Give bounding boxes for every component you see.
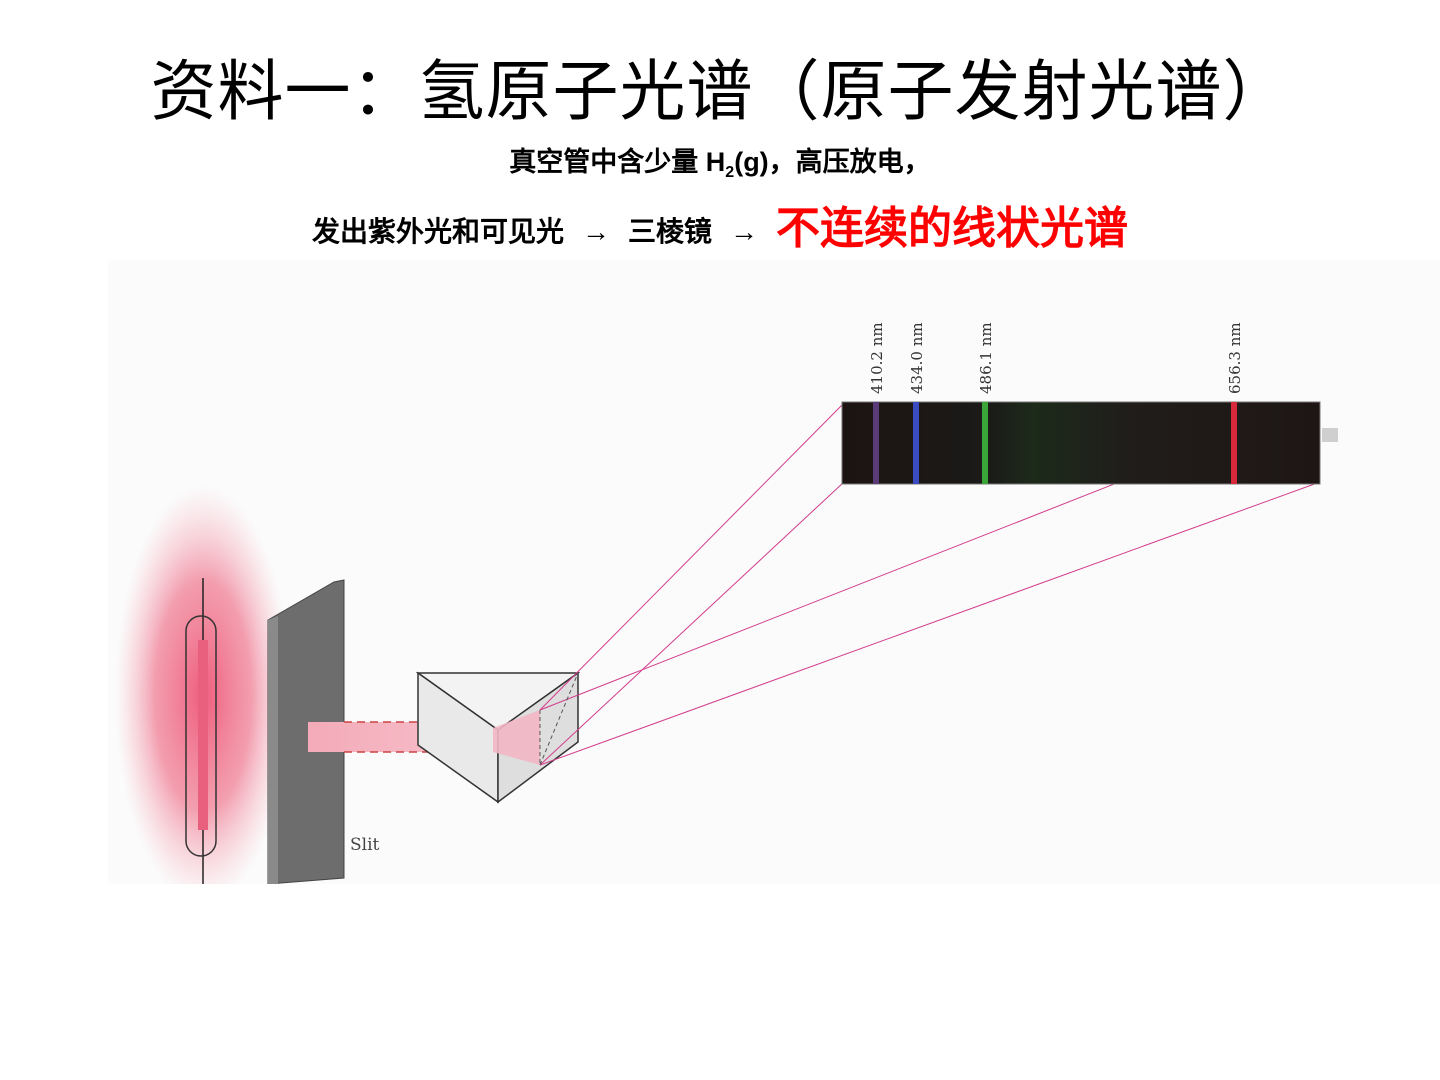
line1-subscript: 2 bbox=[725, 164, 735, 181]
line1-post: (g)，高压放电， bbox=[734, 147, 931, 177]
spectral-line bbox=[1231, 402, 1237, 484]
description-line-1: 真空管中含少量 H2(g)，高压放电， bbox=[0, 140, 1440, 182]
dispersed-fan bbox=[493, 710, 540, 765]
line1-pre: 真空管中含少量 H bbox=[509, 147, 726, 177]
description-line-2: 发出紫外光和可见光 → 三棱镜 → 不连续的线状光谱 bbox=[0, 192, 1440, 256]
apparatus-svg: Slit 410.2 nm 434.0 nm 486.1 nm 656.3 nm bbox=[115, 322, 1338, 884]
spectral-line bbox=[982, 402, 988, 484]
rays bbox=[539, 402, 1321, 766]
spectrum-apparatus-figure: Slit 410.2 nm 434.0 nm 486.1 nm 656.3 nm bbox=[108, 260, 1440, 884]
spectral-labels: 410.2 nm 434.0 nm 486.1 nm 656.3 nm bbox=[868, 322, 1244, 394]
slide-title: 资料一：氢原子光谱（原子发射光谱） bbox=[150, 53, 1290, 130]
spectral-lines bbox=[873, 402, 1237, 484]
tube-core bbox=[198, 640, 208, 830]
spectral-line bbox=[873, 402, 879, 484]
line2-highlight: 不连续的线状光谱 bbox=[776, 204, 1129, 253]
spectral-line bbox=[913, 402, 919, 484]
ray bbox=[539, 481, 1321, 766]
prism-hidden-edge bbox=[539, 672, 579, 766]
ray bbox=[539, 402, 845, 711]
spectrum-bar bbox=[841, 401, 1321, 485]
ray bbox=[539, 481, 845, 766]
line2-part2: 三棱镜 bbox=[628, 216, 713, 247]
slit-label: Slit bbox=[350, 835, 380, 855]
wavelength-label: 486.1 nm bbox=[977, 322, 995, 394]
discharge-tube bbox=[185, 615, 217, 857]
line2-part1: 发出紫外光和可见光 bbox=[311, 216, 564, 247]
right-arrow-icon: → bbox=[582, 216, 610, 247]
wavelength-label: 656.3 nm bbox=[1226, 322, 1244, 394]
right-arrow-icon: → bbox=[730, 216, 759, 247]
slit-plate-edge bbox=[268, 616, 278, 884]
wavelength-label: 434.0 nm bbox=[908, 322, 926, 394]
spectrum-tab bbox=[1322, 428, 1338, 442]
wavelength-label: 410.2 nm bbox=[868, 322, 886, 394]
